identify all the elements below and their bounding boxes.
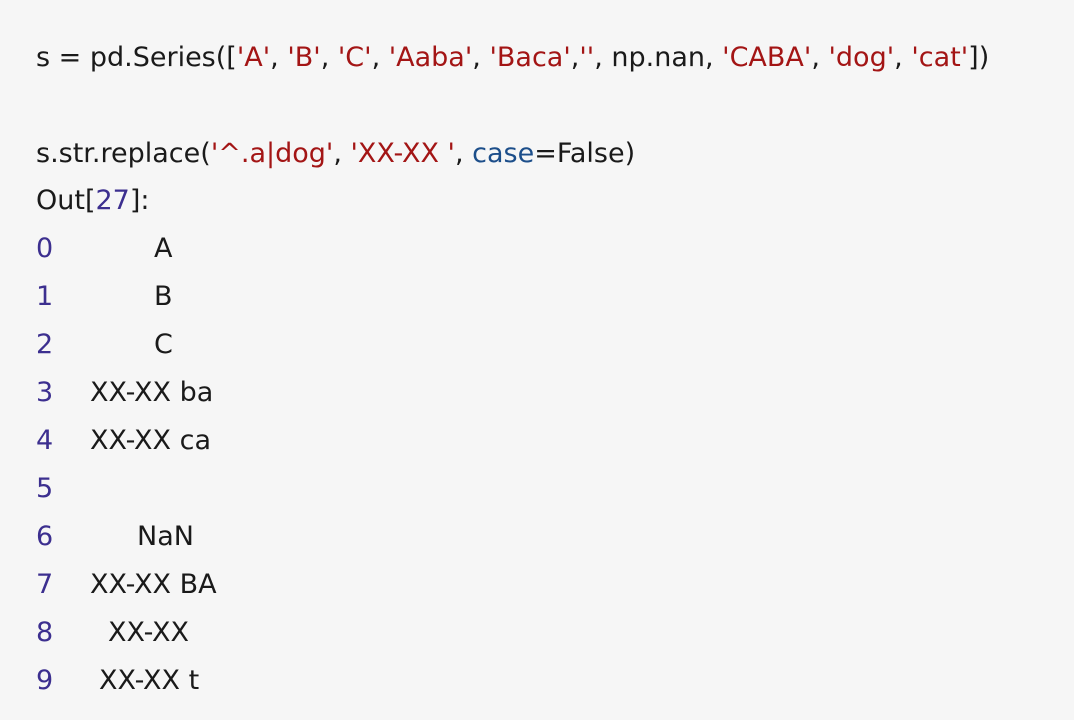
code-text: =False) [534, 138, 636, 169]
row-index: 1 [36, 281, 54, 312]
code-text: , np.nan, [594, 42, 723, 73]
string-literal: 'dog' [828, 42, 895, 73]
string-literal: 'Baca' [489, 42, 571, 73]
code-text: , [472, 42, 490, 73]
code-text: , [320, 42, 338, 73]
row-index: 6 [36, 521, 54, 552]
code-text: , [270, 42, 288, 73]
row-value: XX-XX t [99, 665, 200, 696]
row-value: XX-XX ca [90, 425, 212, 456]
row-index: 7 [36, 569, 54, 600]
code-text: , [454, 138, 473, 169]
string-literal: 'A' [236, 42, 271, 73]
code-text: s = pd.Series([ [36, 42, 237, 73]
code-line-series: s = pd.Series(['A', 'B', 'C', 'Aaba', 'B… [36, 40, 989, 76]
row-value: XX-XX BA [90, 569, 217, 600]
row-value: A [154, 233, 173, 264]
string-literal: 'XX-XX ' [350, 138, 455, 169]
code-text: , [811, 42, 829, 73]
row-value: C [154, 329, 173, 360]
code-text: , [894, 42, 912, 73]
row-value: B [154, 281, 173, 312]
code-line-replace: s.str.replace('^.a|dog', 'XX-XX ', case=… [36, 136, 635, 172]
row-index: 8 [36, 617, 54, 648]
string-literal: '^.a|dog' [210, 138, 334, 169]
code-text: s.str.replace( [36, 138, 211, 169]
keyword-arg: case [472, 138, 535, 169]
row-index: 5 [36, 473, 54, 504]
row-index: 9 [36, 665, 54, 696]
string-literal: 'CABA' [722, 42, 812, 73]
output-prompt-label: Out[ [36, 185, 96, 216]
string-literal: '' [579, 42, 595, 73]
output-prompt-number: 27 [95, 185, 130, 216]
row-index: 0 [36, 233, 54, 264]
string-literal: 'Aaba' [388, 42, 473, 73]
code-text: ]) [968, 42, 990, 73]
row-index: 2 [36, 329, 54, 360]
string-literal: 'B' [287, 42, 321, 73]
row-value-nan: NaN [137, 521, 194, 552]
code-text: , [333, 138, 351, 169]
string-literal: 'cat' [911, 42, 969, 73]
code-text: , [371, 42, 389, 73]
row-value: XX-XX [108, 617, 190, 648]
row-index: 4 [36, 425, 54, 456]
code-text: , [570, 42, 580, 73]
output-prompt-end: ]: [129, 185, 150, 216]
string-literal: 'C' [337, 42, 372, 73]
row-value: XX-XX ba [90, 377, 214, 408]
output-prompt: Out[27]: [36, 183, 149, 219]
row-index: 3 [36, 377, 54, 408]
